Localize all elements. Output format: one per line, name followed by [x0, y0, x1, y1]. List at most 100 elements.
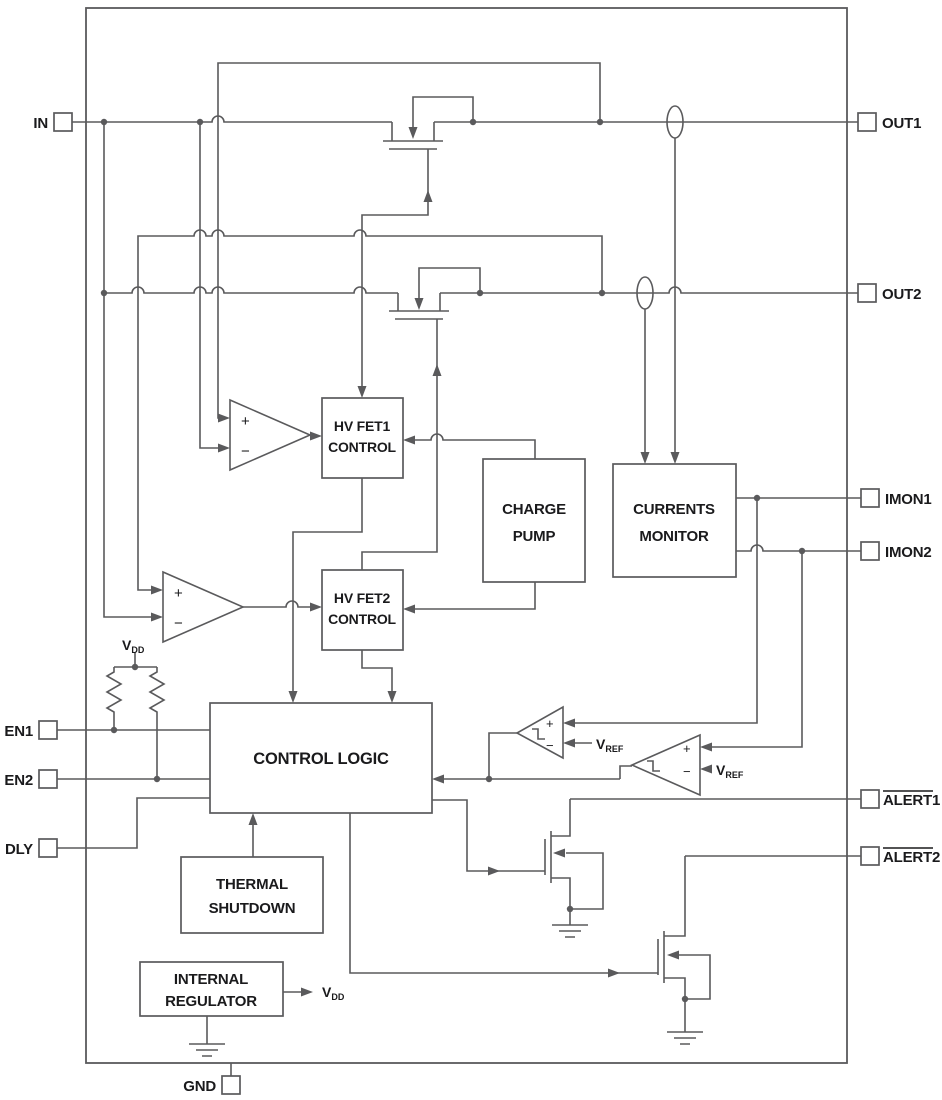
alert2-ground-symbol: [667, 1031, 703, 1045]
mosfet-alert1: [544, 799, 604, 938]
arrow-comparators-into-logic: [432, 774, 444, 784]
junction: [100, 289, 108, 297]
junction: [153, 775, 161, 783]
wire-logic-to-alert1-gate: [432, 799, 545, 872]
compA-triangle: [515, 705, 564, 760]
junction: [681, 995, 689, 1003]
currents-monitor-label-2: MONITOR: [639, 528, 709, 545]
alert2-fet-drain: [664, 856, 686, 937]
alert2-fet-body: [679, 954, 711, 1000]
arrow-opamp1-to-fet1control: [310, 431, 322, 441]
fet2-body-arrow: [414, 298, 424, 310]
pin-imon1-label: IMON1: [885, 491, 932, 508]
opamp1-minus: −: [241, 443, 250, 460]
block-thermal-shutdown: [180, 856, 324, 934]
pin-gnd: [221, 1075, 241, 1095]
arrow-opamp2-to-fet2control: [310, 602, 322, 612]
block-charge-pump: [482, 458, 586, 583]
pin-gnd-label: GND: [183, 1078, 216, 1095]
wire-compA-out: [488, 732, 517, 779]
pin-alert2-label: ALERT2: [883, 849, 940, 866]
arrow-into-opamp1-minus: [218, 443, 230, 453]
chip-boundary: [85, 7, 848, 1064]
compA-minus: −: [546, 738, 554, 753]
arrow-fet1-gate-drive: [423, 190, 433, 202]
wire-fet2-to-out2: [440, 286, 858, 294]
pin-en1-label: EN1: [4, 723, 33, 740]
resistor-en2-pullup: [148, 667, 166, 779]
arrow-into-compB-plus: [700, 742, 712, 752]
arrow-sense1-into-monitor: [670, 452, 680, 464]
internal-regulator-label-1: INTERNAL: [174, 971, 248, 988]
pin-imon1: [860, 488, 880, 508]
pin-out2-label: OUT2: [882, 286, 921, 303]
wire-in-to-fet2: [104, 286, 398, 294]
arrow-fet2-gate-drive: [432, 364, 442, 376]
charge-pump-label-1: CHARGE: [502, 501, 566, 518]
wire-amp2-out: [243, 600, 317, 608]
vdd-regulator-label: VDD: [322, 984, 345, 1002]
wires: [57, 62, 861, 1076]
arrow-into-compA-minus: [563, 738, 575, 748]
junction: [131, 663, 139, 671]
opamp-fet1: + −: [229, 398, 312, 472]
alert1-fet-body-arrow: [553, 848, 565, 858]
wire-out1-sense-loop: [217, 62, 601, 419]
wire-fet2-gate: [361, 319, 438, 570]
pin-labels: IN OUT1 OUT2 IMON1 IMON2 ALERT1 ALERT2 E…: [4, 115, 940, 1095]
pin-en2-label: EN2: [4, 772, 33, 789]
pin-in-label: IN: [33, 115, 48, 132]
mosfet-fet2: [389, 267, 481, 320]
regulator-ground-symbol: [189, 1043, 225, 1057]
arrow-into-opamp1-plus: [218, 413, 230, 423]
pins: [38, 112, 880, 1095]
junction: [110, 726, 118, 734]
currents-monitor-label-1: CURRENTS: [633, 501, 715, 518]
comparator-imon2: + −: [630, 733, 701, 797]
pin-en2: [38, 769, 58, 789]
compB-plus: +: [683, 741, 691, 756]
alert1-ground-symbol: [552, 924, 588, 938]
opamp-fet2: + −: [162, 570, 245, 644]
arrow-alert1-gate: [488, 866, 500, 876]
hv-fet2-control-label-1: HV FET2: [334, 590, 391, 606]
pin-alert1: [860, 789, 880, 809]
wire-dly: [57, 797, 210, 849]
wire-fet1-gate: [361, 149, 429, 392]
pin-dly-label: DLY: [5, 841, 33, 858]
comparator-imon1: + −: [515, 705, 564, 760]
junction: [469, 118, 477, 126]
arrow-chargepump-to-fet2control: [403, 604, 415, 614]
pin-alert2: [860, 846, 880, 866]
opamp2-minus: −: [174, 615, 183, 632]
arrow-fet1control-into-logic: [288, 691, 298, 703]
arrow-sense2-into-monitor: [640, 452, 650, 464]
junction: [485, 775, 493, 783]
wire-chargepump-to-fet2control: [409, 582, 536, 610]
control-logic-label: CONTROL LOGIC: [253, 750, 389, 768]
wire-chargepump-to-fet1control: [409, 433, 536, 459]
wire-compB-out: [619, 765, 632, 779]
pin-imon2: [860, 541, 880, 561]
current-sense-out1: [666, 105, 684, 139]
wire-imon2: [736, 544, 861, 552]
compB-triangle: [630, 733, 701, 797]
alert2-fet-source: [664, 977, 686, 1032]
arrow-fet2control-into-logic: [387, 691, 397, 703]
pin-dly: [38, 838, 58, 858]
junction: [598, 289, 606, 297]
junction: [566, 905, 574, 913]
compB-minus: −: [683, 764, 691, 779]
wire-in-to-fet1: [72, 115, 392, 123]
internal-regulator-label-2: REGULATOR: [165, 993, 257, 1010]
block-currents-monitor: [612, 463, 737, 578]
junction-dots: [100, 118, 806, 1003]
pin-alert1-label: ALERT1: [883, 792, 940, 809]
block-internal-regulator: [139, 961, 284, 1017]
arrowheads: [151, 190, 712, 997]
hv-fet1-control-label-1: HV FET1: [334, 418, 391, 434]
junction: [100, 118, 108, 126]
mosfet-alert2: [657, 856, 711, 1045]
vref-compB-label: VREF: [716, 762, 744, 780]
wire-fet1control-to-logic: [292, 478, 363, 698]
